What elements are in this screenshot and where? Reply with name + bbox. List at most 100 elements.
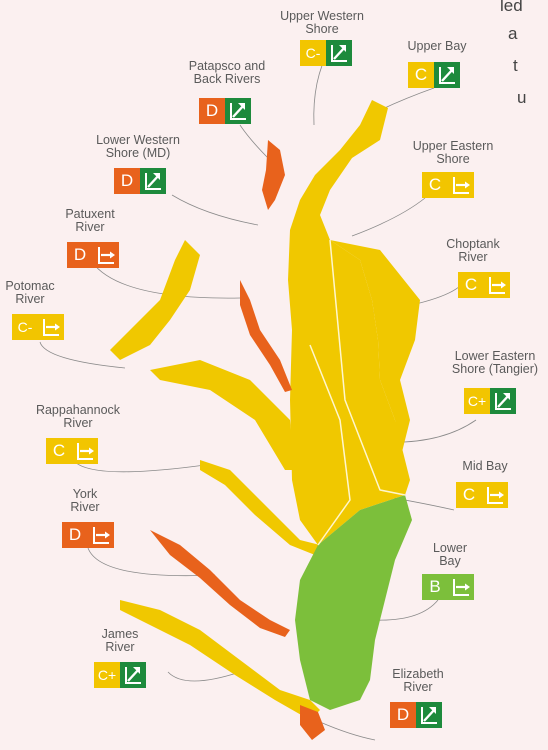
grade-badge-potomac-river[interactable]: C- [12, 314, 64, 340]
region-label-line: Upper Bay [407, 39, 467, 53]
grade-badge-upper-eastern-shore[interactable]: C [422, 172, 474, 198]
james-water [120, 600, 320, 720]
grade-letter: D [199, 98, 225, 124]
eastern-shore-land-water [330, 240, 420, 460]
region-label-line: York [72, 487, 98, 501]
grade-badge-lower-eastern-shore[interactable]: C+ [464, 388, 516, 414]
region-label-line: Shore (Tangier) [451, 362, 539, 376]
grade-badge-upper-western-shore[interactable]: C- [300, 40, 352, 66]
region-label-line: Potomac [5, 279, 55, 293]
trend-improving-icon [120, 662, 146, 688]
region-label-line: River [75, 220, 105, 234]
trend-no-change-icon [482, 482, 508, 508]
connector-lines [39, 47, 477, 741]
trend-no-change-icon [38, 314, 64, 340]
region-label-line: Shore [436, 152, 470, 166]
bg-text-2: a [508, 24, 518, 43]
grade-badge-elizabeth-river[interactable]: D [390, 702, 442, 728]
grade-letter: C [408, 62, 434, 88]
lower-bay-water [295, 495, 412, 710]
grade-badge-upper-bay[interactable]: C [408, 62, 460, 88]
region-label-line: Lower Western [96, 133, 180, 147]
region-label-line: Back Rivers [193, 72, 261, 86]
rappahannock-water [200, 460, 320, 555]
region-label-line: Patapsco and [188, 59, 266, 73]
grade-badge-choptank-river[interactable]: C [458, 272, 510, 298]
trend-no-change-icon [88, 522, 114, 548]
grade-letter: C [422, 172, 448, 198]
grade-letter: B [422, 574, 448, 600]
region-label-mid-bay: Mid Bay [450, 460, 520, 473]
grade-letter: C [456, 482, 482, 508]
region-label-line: River [105, 640, 135, 654]
region-label-line: River [63, 416, 93, 430]
bg-text-1: led [500, 0, 523, 15]
trend-improving-icon [326, 40, 352, 66]
grade-letter: D [62, 522, 88, 548]
region-label-line: Lower Eastern [454, 349, 536, 363]
region-label-line: Choptank [446, 237, 500, 251]
region-label-line: Mid Bay [462, 459, 508, 473]
region-label-line: Patuxent [65, 207, 115, 221]
region-label-line: Upper Western [280, 9, 364, 23]
upper-bay-water [288, 100, 410, 545]
grade-badge-mid-bay[interactable]: C [456, 482, 508, 508]
region-label-line: Bay [439, 554, 461, 568]
bg-text-4: u [517, 88, 527, 107]
region-label-upper-bay: Upper Bay [392, 40, 482, 53]
grade-letter: C [458, 272, 484, 298]
patapsco-water [262, 140, 285, 210]
grade-letter: D [114, 168, 140, 194]
grade-letter: D [390, 702, 416, 728]
grade-badge-york-river[interactable]: D [62, 522, 114, 548]
trend-improving-icon [225, 98, 251, 124]
region-label-line: Elizabeth [392, 667, 444, 681]
mid-bay-boundary [309, 239, 406, 546]
region-label-line: Shore [305, 22, 339, 36]
region-label-line: River [15, 292, 45, 306]
elizabeth-water [300, 705, 325, 740]
grade-letter: C- [300, 40, 326, 66]
grade-badge-patuxent-river[interactable]: D [67, 242, 119, 268]
trend-improving-icon [416, 702, 442, 728]
region-label-line: River [70, 500, 100, 514]
region-label-line: Rappahannock [35, 403, 121, 417]
trend-improving-icon [140, 168, 166, 194]
grade-letter: C+ [94, 662, 120, 688]
grade-badge-james-river[interactable]: C+ [94, 662, 146, 688]
trend-no-change-icon [72, 438, 98, 464]
region-label-line: James [101, 627, 139, 641]
trend-no-change-icon [448, 172, 474, 198]
potomac-water [110, 240, 295, 470]
trend-improving-icon [490, 388, 516, 414]
grade-letter: C [46, 438, 72, 464]
trend-no-change-icon [448, 574, 474, 600]
trend-improving-icon [434, 62, 460, 88]
trend-no-change-icon [93, 242, 119, 268]
region-label-line: Shore (MD) [105, 146, 171, 160]
york-water [150, 530, 290, 637]
trend-no-change-icon [484, 272, 510, 298]
bg-text-3: t [513, 56, 518, 75]
region-label-line: Lower [432, 541, 468, 555]
bay-water [110, 100, 420, 740]
grade-badge-lower-bay[interactable]: B [422, 574, 474, 600]
region-label-line: River [403, 680, 433, 694]
region-label-line: Upper Eastern [412, 139, 494, 153]
region-label-line: River [458, 250, 488, 264]
grade-badge-rappahannock-river[interactable]: C [46, 438, 98, 464]
grade-badge-lower-western-shore[interactable]: D [114, 168, 166, 194]
grade-badge-patapsco-back-rivers[interactable]: D [199, 98, 251, 124]
